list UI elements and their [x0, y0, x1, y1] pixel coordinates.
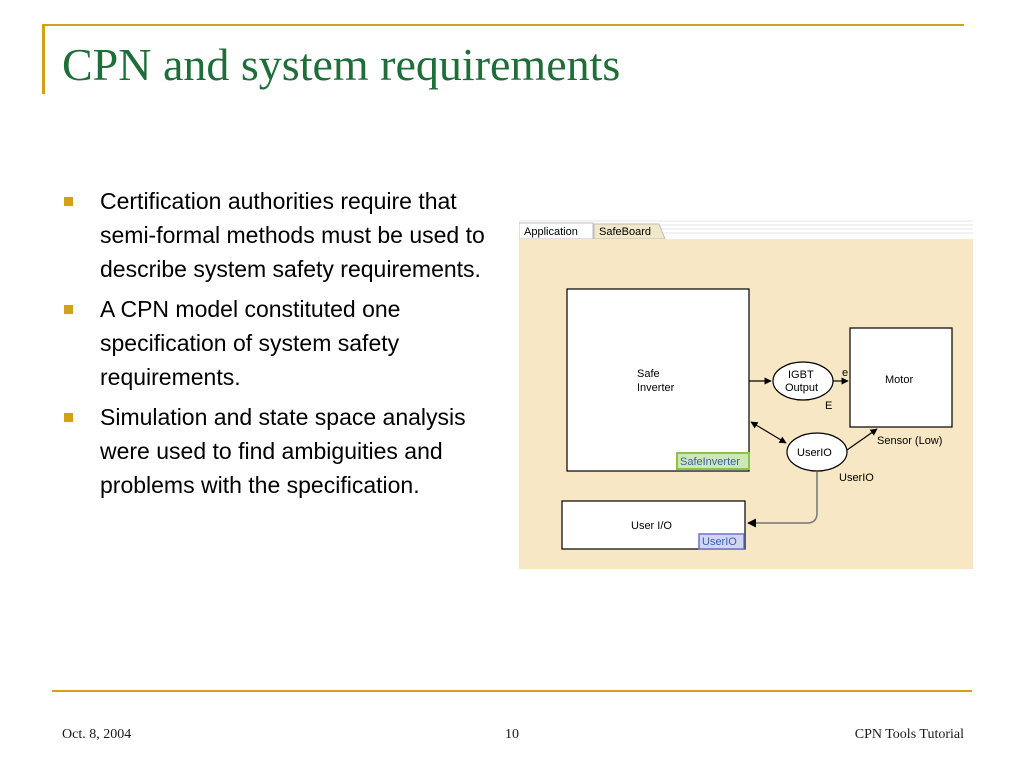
- cpn-diagram: Application SafeBoard Safe Inverter Safe…: [519, 217, 973, 569]
- footer-rule: [52, 690, 972, 692]
- slide-title: CPN and system requirements: [62, 39, 621, 90]
- userio-place[interactable]: UserIO: [786, 432, 848, 472]
- userio-place-label: UserIO: [797, 447, 832, 459]
- userio-subpage-tag[interactable]: UserIO: [698, 533, 745, 550]
- tab-safeboard[interactable]: SafeBoard: [593, 223, 666, 240]
- tab-application[interactable]: Application: [519, 222, 594, 240]
- bullet-text: Certification authorities require that s…: [100, 188, 485, 282]
- safe-inverter-subpage-tag[interactable]: SafeInverter: [676, 452, 750, 470]
- square-bullet-icon: [64, 413, 73, 422]
- sensor-label: Sensor (Low): [877, 435, 942, 447]
- footer-title: CPN Tools Tutorial: [854, 727, 964, 742]
- square-bullet-icon: [64, 305, 73, 314]
- igbt-output-label-1: IGBT: [788, 369, 814, 381]
- bullet-item: A CPN model constituted one specificatio…: [62, 292, 502, 394]
- igbt-type-label: E: [825, 400, 832, 412]
- bullet-text: Simulation and state space analysis were…: [100, 404, 466, 498]
- arc-userio-to-user-io: [747, 472, 818, 528]
- bullet-text: A CPN model constituted one specificatio…: [100, 296, 401, 390]
- bullet-list: Certification authorities require that s…: [62, 184, 502, 508]
- safe-inverter-tag-label: SafeInverter: [680, 456, 740, 468]
- igbt-output-label-2: Output: [785, 382, 818, 394]
- safe-inverter-label-1: Safe: [637, 368, 660, 380]
- motor-label: Motor: [885, 374, 913, 386]
- arc-inverter-userio: [750, 421, 787, 444]
- tab-application-label: Application: [524, 226, 578, 238]
- userio-tag-label: UserIO: [702, 536, 737, 548]
- page-number: 10: [505, 727, 519, 742]
- userio-type-label: UserIO: [839, 472, 874, 484]
- bullet-item: Certification authorities require that s…: [62, 184, 502, 286]
- igbt-output-place[interactable]: IGBT Output: [772, 361, 834, 401]
- title-rule-top: [44, 24, 964, 26]
- footer-date: Oct. 8, 2004: [62, 727, 132, 742]
- tab-safeboard-label: SafeBoard: [599, 226, 651, 238]
- user-io-label: User I/O: [631, 520, 672, 532]
- square-bullet-icon: [64, 197, 73, 206]
- safe-inverter-label-2: Inverter: [637, 382, 675, 394]
- motor-box[interactable]: Motor: [849, 327, 953, 428]
- title-rule-left: [42, 24, 45, 94]
- bullet-item: Simulation and state space analysis were…: [62, 400, 502, 502]
- safe-inverter-box[interactable]: Safe Inverter: [566, 288, 750, 472]
- arc-userio-to-motor: [846, 428, 878, 451]
- cpn-diagram-canvas: Application SafeBoard Safe Inverter Safe…: [519, 217, 973, 569]
- arc-e-label: e: [842, 367, 848, 379]
